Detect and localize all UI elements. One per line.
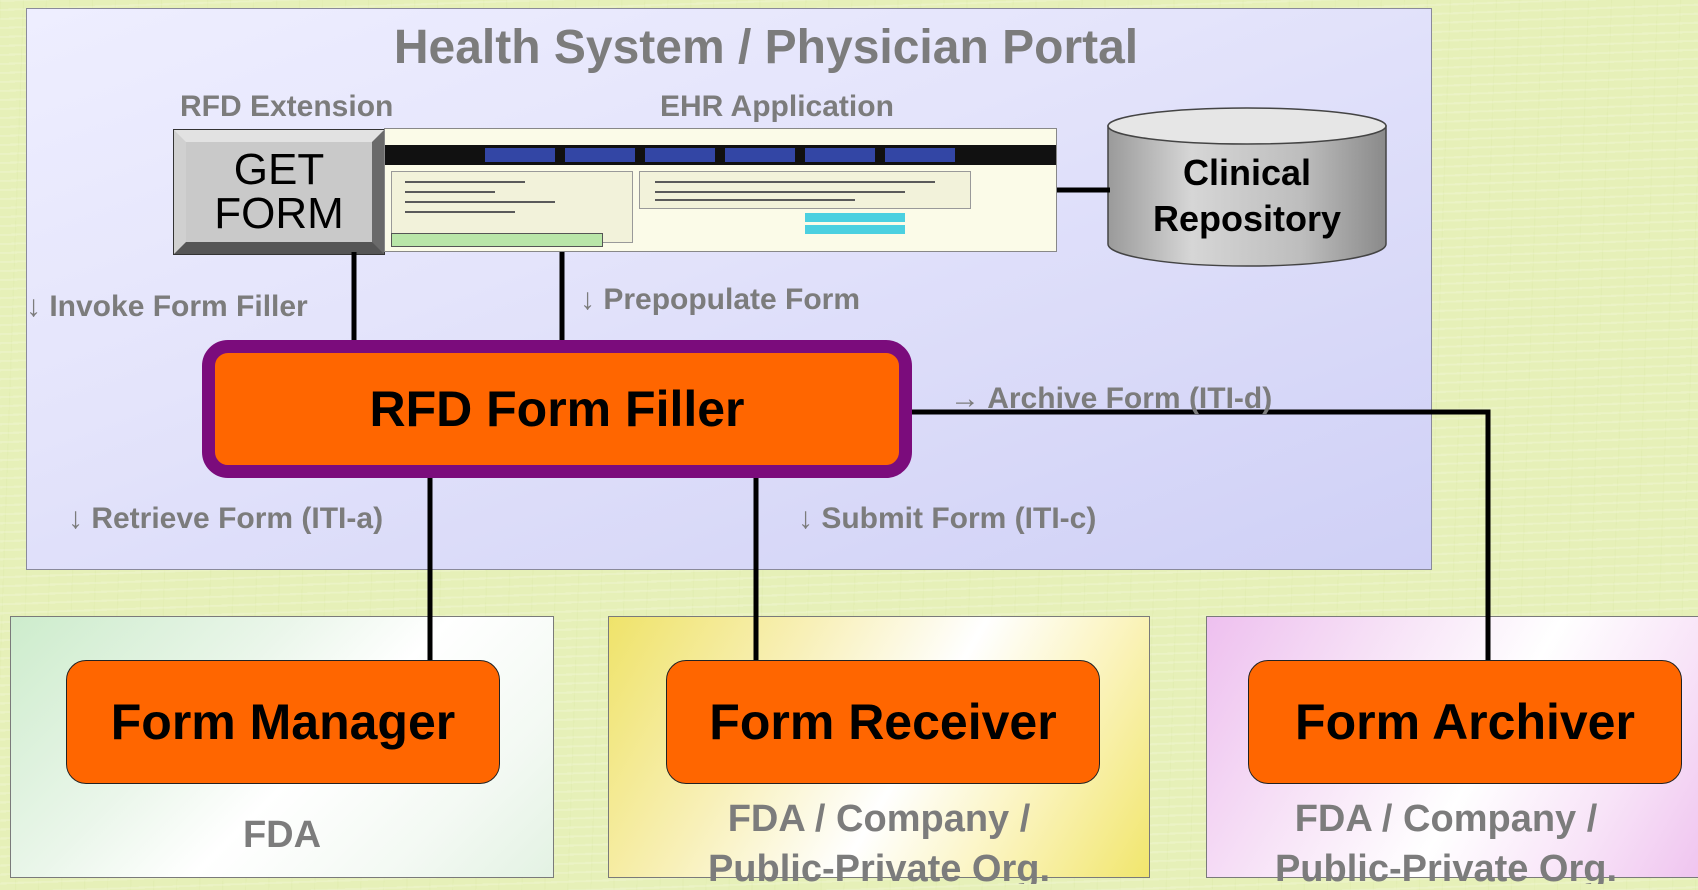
rfd-form-filler: RFD Form Filler (202, 340, 912, 478)
ehr-action-bar (391, 233, 603, 247)
ehr-tab (885, 148, 955, 162)
ehr-text-line (405, 211, 515, 213)
ehr-text-line (405, 181, 525, 183)
form-archiver-org-line2: Public-Private Org. (1274, 848, 1618, 884)
ehr-tab (565, 148, 635, 162)
form-archiver-org: FDA / Company / Public-Private Org. (1206, 794, 1686, 884)
ehr-right-panel (639, 171, 971, 209)
rfd-extension-label: RFD Extension (180, 90, 394, 123)
ehr-left-panel (391, 171, 633, 243)
invoke-form-filler-label: ↓ Invoke Form Filler (26, 290, 308, 323)
ehr-text-line (655, 191, 905, 193)
get-form-button[interactable]: GET FORM (173, 129, 385, 255)
prepopulate-form-label: ↓ Prepopulate Form (580, 283, 861, 316)
ehr-input-field (805, 213, 905, 222)
ehr-tab (725, 148, 795, 162)
form-receiver-org: FDA / Company / Public-Private Org. (608, 794, 1150, 884)
form-receiver: Form Receiver (666, 660, 1100, 784)
ehr-text-line (655, 181, 935, 183)
portal-title: Health System / Physician Portal (393, 21, 1139, 74)
repository-line2: Repository (1152, 198, 1342, 239)
ehr-text-line (405, 201, 555, 203)
ehr-text-line (405, 191, 495, 193)
clinical-repository-label: Clinical Repository (1106, 150, 1388, 242)
ehr-input-field (805, 225, 905, 234)
ehr-tab (485, 148, 555, 162)
archive-connector (908, 409, 1491, 660)
form-manager-org: FDA (10, 810, 554, 860)
form-manager: Form Manager (66, 660, 500, 784)
form-receiver-org-line2: Public-Private Org. (707, 848, 1051, 884)
form-archiver-org-line1: FDA / Company / (1294, 798, 1598, 840)
submit-form-label: ↓ Submit Form (ITI-c) (798, 502, 1097, 535)
form-manager-org-line1: FDA (242, 814, 322, 856)
ehr-text-line (655, 199, 855, 201)
ehr-tab (645, 148, 715, 162)
clinical-repository-icon (1107, 107, 1387, 267)
form-receiver-org-line1: FDA / Company / (727, 798, 1031, 840)
get-form-line2: FORM (214, 189, 344, 238)
ehr-application-label: EHR Application (660, 90, 894, 123)
ehr-application-screenshot (384, 128, 1057, 252)
retrieve-form-label: ↓ Retrieve Form (ITI-a) (68, 502, 384, 535)
form-archiver: Form Archiver (1248, 660, 1682, 784)
get-form-line1: GET (233, 145, 325, 194)
ehr-tab (805, 148, 875, 162)
archive-form-label: → Archive Form (ITI-d) (950, 382, 1273, 415)
repository-line1: Clinical (1182, 152, 1312, 193)
